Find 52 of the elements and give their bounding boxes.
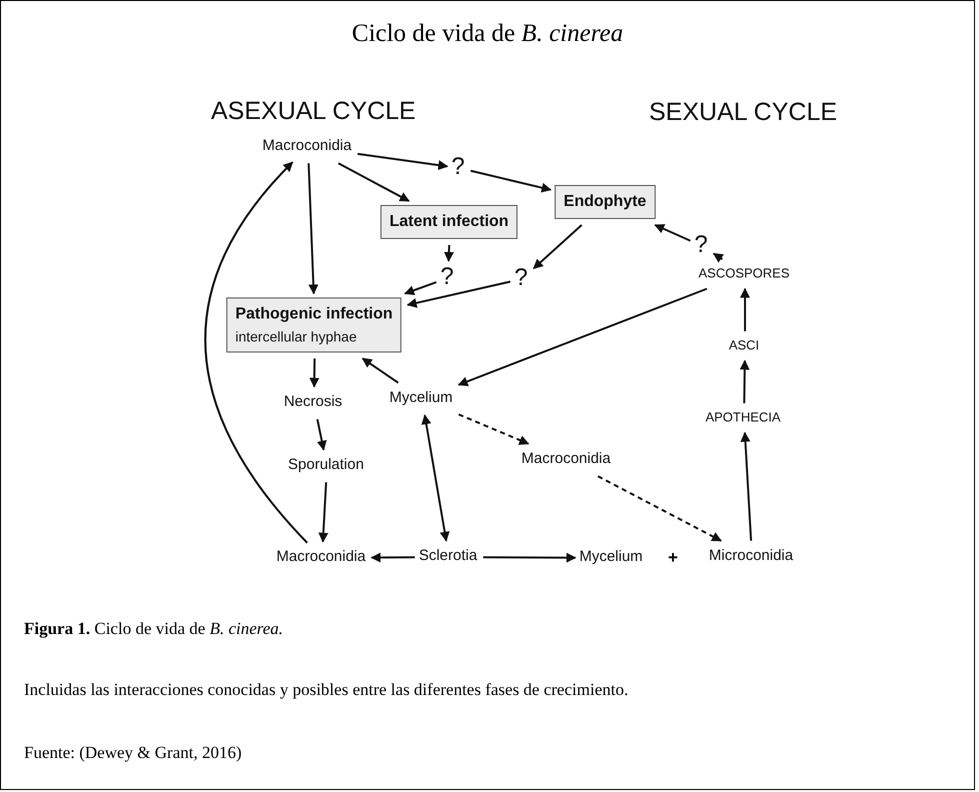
figure-title: Ciclo de vida de B. cinerea (352, 19, 624, 49)
box-heading: Pathogenic infection (235, 304, 393, 324)
stage-label: Macroconidia (521, 448, 611, 470)
arrow (338, 162, 410, 202)
stage-label: Sporulation (288, 454, 364, 476)
arrow (444, 244, 454, 262)
arrow (740, 432, 752, 541)
question-mark: ? (694, 233, 708, 257)
process-box (226, 298, 402, 352)
stage-label: Mycelium (579, 546, 643, 568)
question-mark: ? (514, 266, 528, 290)
question-mark: ? (451, 155, 465, 179)
caption-note: Incluidas las interacciones conocidas y posibles entre las diferentes fases de crecimiento. (24, 679, 628, 701)
plus-sign: + (668, 547, 678, 569)
arrow (458, 288, 708, 386)
arrow (654, 224, 691, 242)
stage-label: ASCOSPORES (698, 263, 790, 283)
stage-label: APOTHECIA (705, 407, 781, 427)
stage-label: ASCI (728, 335, 760, 355)
process-box: Latent infection (380, 205, 518, 239)
arrow (370, 552, 415, 563)
source-note: Fuente: (Dewey & Grant, 2016) (24, 742, 242, 764)
arrow (470, 170, 552, 193)
arrow (406, 280, 511, 308)
dashed-arrow (458, 414, 530, 445)
arrow (316, 419, 327, 451)
arrow (404, 281, 437, 296)
arrow (740, 288, 750, 332)
dashed-arrow (598, 475, 722, 542)
process-box: Endophyte (554, 185, 656, 219)
stage-label: Mycelium (389, 386, 453, 410)
arrow (318, 482, 328, 543)
cycle-heading: ASEXUAL CYCLE (211, 96, 416, 127)
stage-label: Microconidia (708, 544, 794, 568)
stage-label: Necrosis (284, 390, 342, 414)
arrow (308, 163, 318, 294)
arrow (204, 162, 308, 544)
stage-label: Macroconidia (262, 134, 352, 158)
arrow (357, 152, 448, 170)
stage-label: Macroconidia (276, 546, 366, 568)
question-mark: ? (440, 265, 454, 289)
arrow (712, 252, 724, 263)
arrow (740, 360, 750, 404)
arrow (362, 358, 399, 384)
arrow (483, 552, 576, 563)
arrow (309, 358, 320, 388)
stage-label: Sclerotia (418, 544, 478, 568)
arrow (532, 224, 582, 270)
figure-caption: Figura 1. Ciclo de vida de B. cinerea. (24, 618, 284, 640)
arrow (421, 414, 450, 542)
cycle-heading: SEXUAL CYCLE (649, 97, 838, 128)
box-subtext: intercellular hyphae (235, 328, 358, 346)
